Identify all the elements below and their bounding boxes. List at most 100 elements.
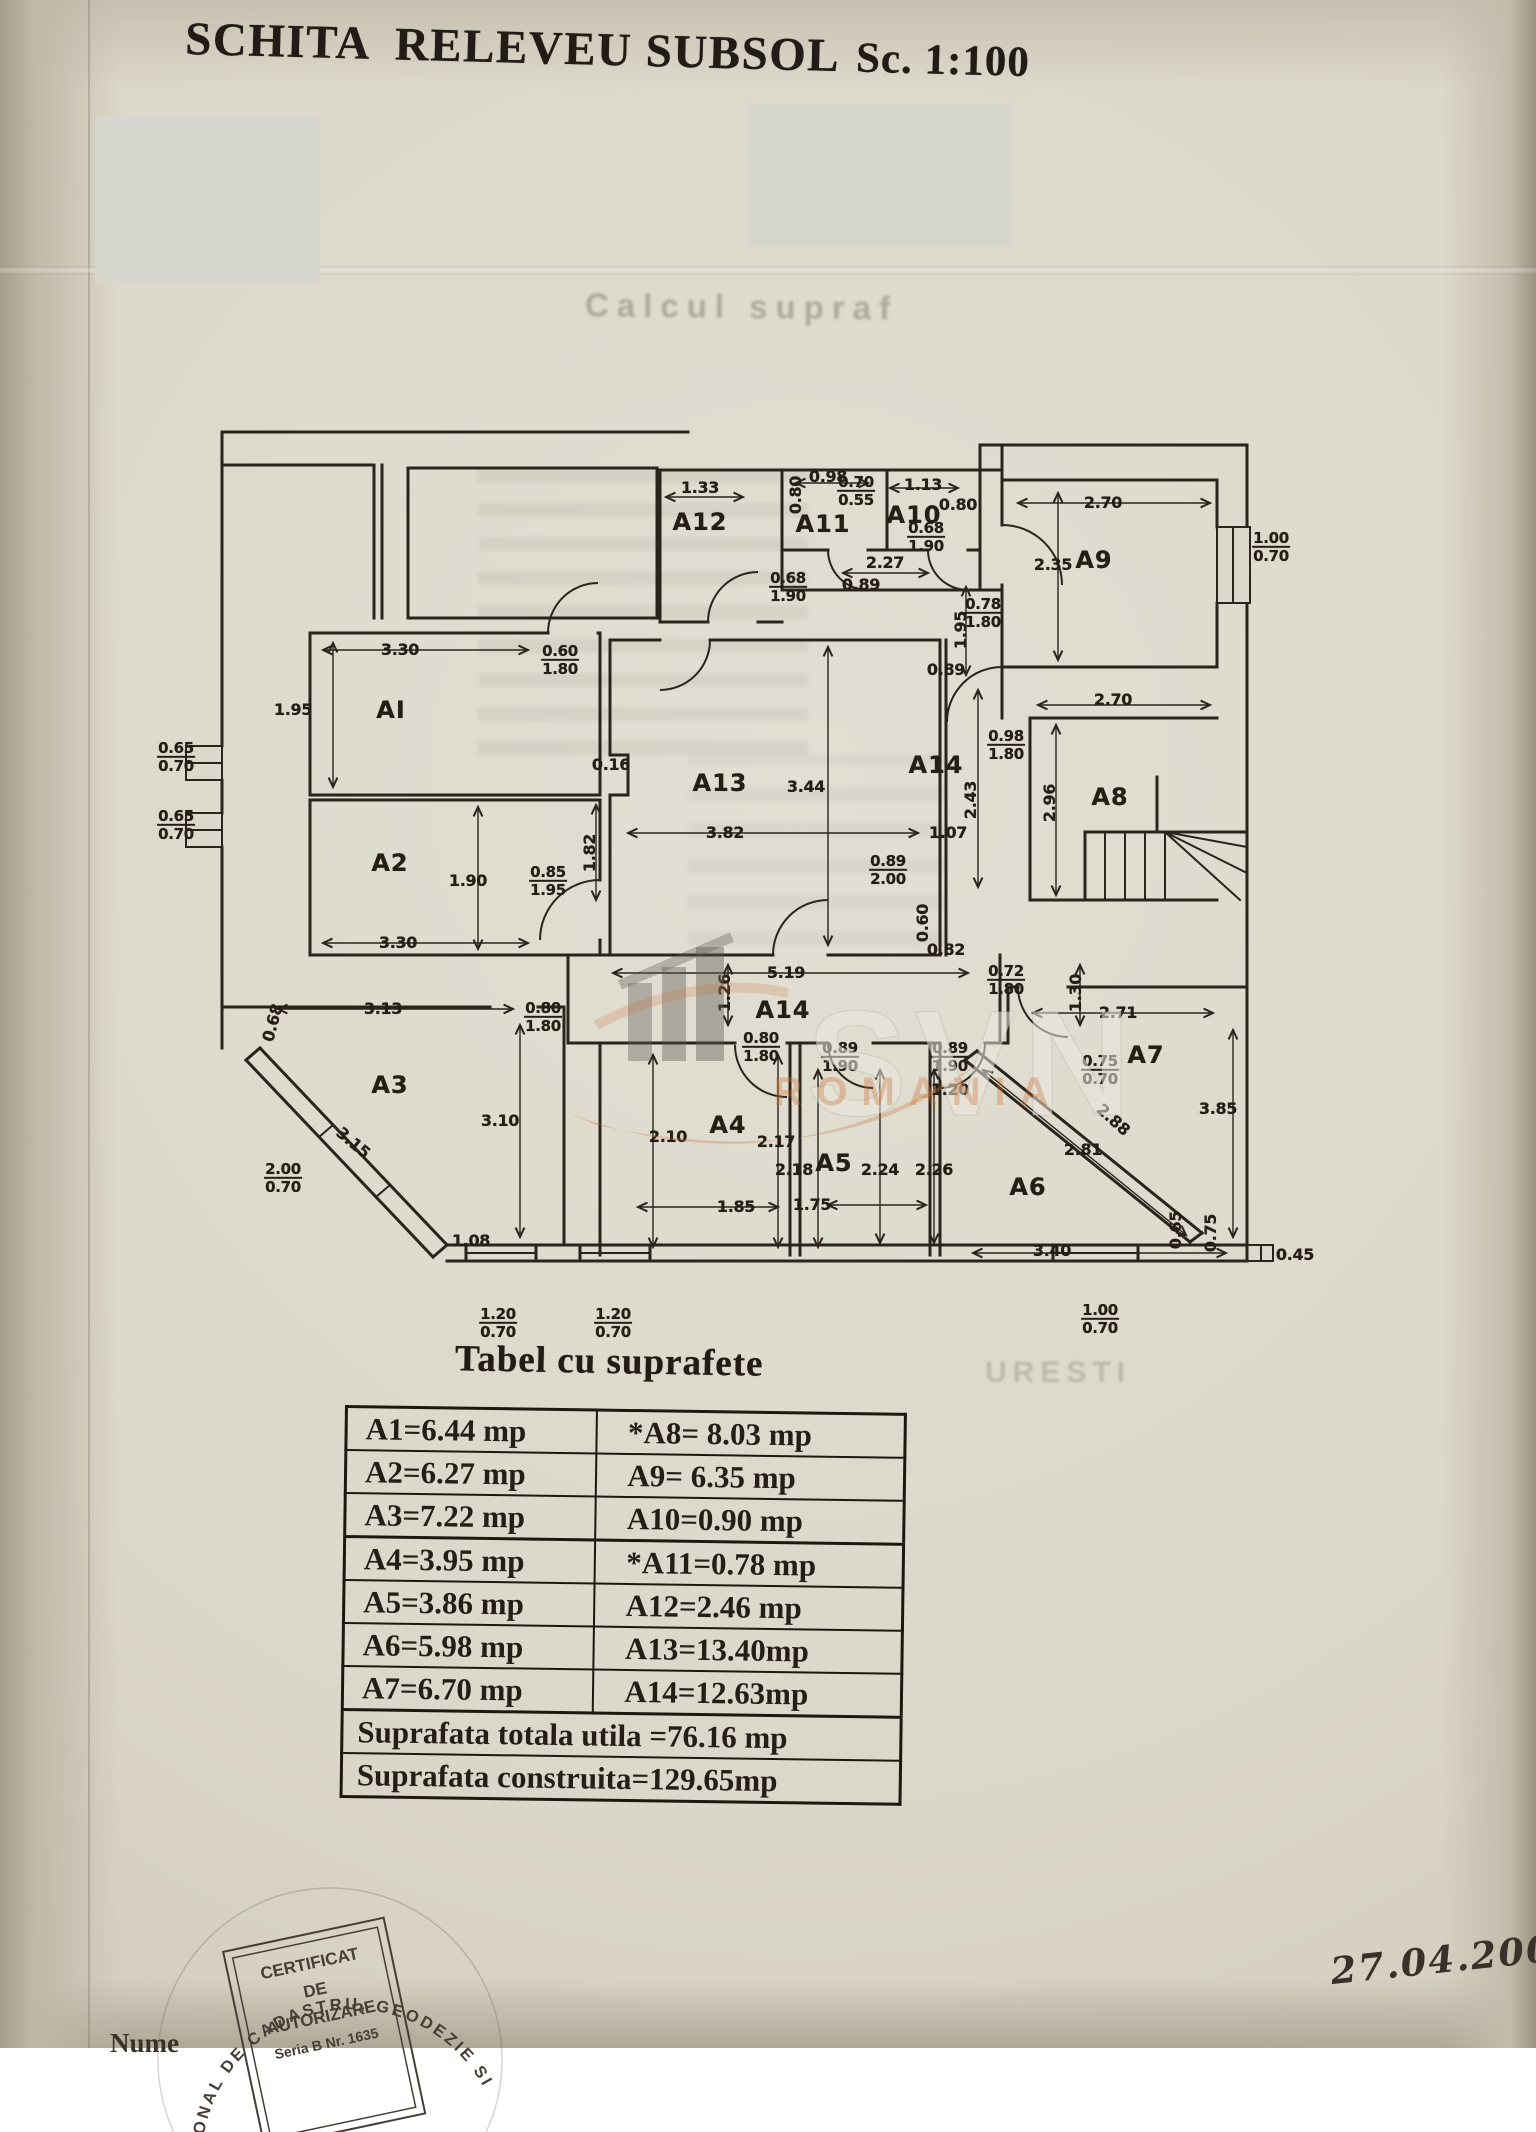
bleed-through-text-bottom: URESTI (985, 1356, 1132, 1389)
dim-label: 0.16 (591, 755, 631, 774)
table-cell: A1=6.44 mp (345, 1406, 598, 1454)
dim-label: 0.65 (1166, 1210, 1185, 1250)
stamp-arc-text: TIONAL DE CADASTRU, GEODEZIE SI CAR (140, 1872, 499, 2132)
dim-label: 3.44 (786, 777, 826, 796)
paper-edge (88, 0, 90, 2048)
bleed-through-ghost (688, 755, 948, 945)
dim-label: 0.45 (1275, 1245, 1315, 1264)
room-label: A5 (815, 1149, 853, 1177)
room-label: A9 (1075, 546, 1113, 574)
dim-label: 3.30 (380, 640, 420, 659)
dim-label: 1.20 (930, 1080, 970, 1099)
dim-label: 3.82 (705, 823, 745, 842)
table-title: Tabel cu suprafete (454, 1338, 764, 1385)
dim-label: 2.24 (860, 1160, 900, 1179)
table-cell: A13=13.40mp (593, 1626, 903, 1674)
dim-label: 0.80 (938, 495, 978, 514)
dim-label: 2.70 (1083, 493, 1123, 512)
floor-plan-drawing (185, 430, 1274, 1263)
stamp-line-2: DE (302, 1978, 329, 2001)
room-label: A12 (672, 508, 728, 536)
dim-label: 2.27 (865, 553, 905, 572)
table-row: A1=6.44 mp *A8= 8.03 mp (345, 1406, 906, 1458)
dim-label: 0.68 (258, 1001, 287, 1044)
stairs (1083, 775, 1249, 902)
table-row: A7=6.70 mp A14=12.63mp (342, 1665, 902, 1718)
dim-label: 0.75 (1201, 1213, 1220, 1253)
dim-label: 2.71 (1098, 1003, 1138, 1022)
dim-label: 0.89 (926, 660, 966, 679)
authorization-stamp: TIONAL DE CADASTRU, GEODEZIE SI CAR CERT… (140, 1872, 503, 2132)
room-label: A10 (886, 501, 942, 529)
table-cell: A5=3.86 mp (343, 1580, 595, 1627)
dim-label: 1.85 (716, 1197, 756, 1216)
title-text: SCHITA RELEVEU SUBSOL (184, 12, 841, 83)
dim-label: 1.07 (928, 823, 968, 842)
dim-label: 2.43 (961, 780, 980, 820)
table-cell-total-utila: Suprafata totala utila =76.16 mp (341, 1709, 902, 1761)
dim-label: 1.82 (580, 833, 599, 873)
table-cell: A6=5.98 mp (342, 1622, 595, 1670)
table-cell: A10=0.90 mp (595, 1496, 905, 1545)
dim-label: 0.60 (913, 903, 932, 943)
svg-text:TIONAL DE CADASTRU, GEODEZIE S: TIONAL DE CADASTRU, GEODEZIE SI CAR (140, 1872, 499, 2132)
dim-label: 2.88 (1092, 1099, 1134, 1140)
room-label: A6 (1009, 1173, 1047, 1201)
dim-label: 2.10 (648, 1127, 688, 1146)
dim-label: 2.35 (1033, 555, 1073, 574)
dim-label: 0.89 (841, 575, 881, 594)
dim-label: 3.85 (1198, 1099, 1238, 1118)
room-label: AI (376, 696, 406, 724)
room-label: A2 (371, 849, 409, 877)
redaction-block-right (748, 103, 1012, 247)
dim-label: 2.81 (1063, 1140, 1103, 1159)
table-cell: A4=3.95 mp (344, 1536, 596, 1584)
table-cell: A12=2.46 mp (594, 1583, 904, 1631)
table-summary-row: Suprafata totala utila =76.16 mp (341, 1709, 902, 1761)
dim-label: 0.80 (786, 475, 805, 515)
table-summary-row: Suprafata construita=129.65mp (341, 1752, 901, 1805)
bleed-through-text-top: Calcul supraf (584, 286, 899, 327)
room-label: A7 (1127, 1041, 1165, 1069)
dim-label: 1.75 (792, 1195, 832, 1214)
dim-label: 5.19 (766, 963, 806, 982)
dim-label: 1.30 (1066, 973, 1085, 1013)
table-row: A3=7.22 mp A10=0.90 mp (344, 1493, 905, 1545)
dim-label: 2.17 (756, 1132, 796, 1151)
room-label: A13 (692, 769, 748, 797)
table-cell: A9= 6.35 mp (596, 1453, 905, 1501)
table-cell: A14=12.63mp (593, 1669, 902, 1718)
table-cell-total-construita: Suprafata construita=129.65mp (341, 1752, 901, 1805)
dim-label: 3.15 (332, 1123, 375, 1163)
dim-label: 1.26 (715, 973, 734, 1013)
title-scale: Sc. 1:100 (855, 34, 1031, 87)
redaction-block-left (95, 117, 320, 282)
table-cell: A7=6.70 mp (342, 1665, 594, 1713)
handwritten-date: 27.04.2002 (1328, 1922, 1536, 1994)
dim-label: 0.82 (926, 940, 966, 959)
dim-label: 3.13 (363, 999, 403, 1018)
table-cell: *A8= 8.03 mp (596, 1410, 906, 1458)
table-cell: *A11=0.78 mp (594, 1540, 904, 1588)
table-row: A4=3.95 mp *A11=0.78 mp (344, 1536, 904, 1588)
room-label: A14 (755, 996, 811, 1024)
bottom-left-fragment: Nume (110, 2028, 179, 2058)
table-cell: A3=7.22 mp (344, 1493, 597, 1541)
areas-table: A1=6.44 mp *A8= 8.03 mp A2=6.27 mp A9= 6… (339, 1405, 907, 1806)
